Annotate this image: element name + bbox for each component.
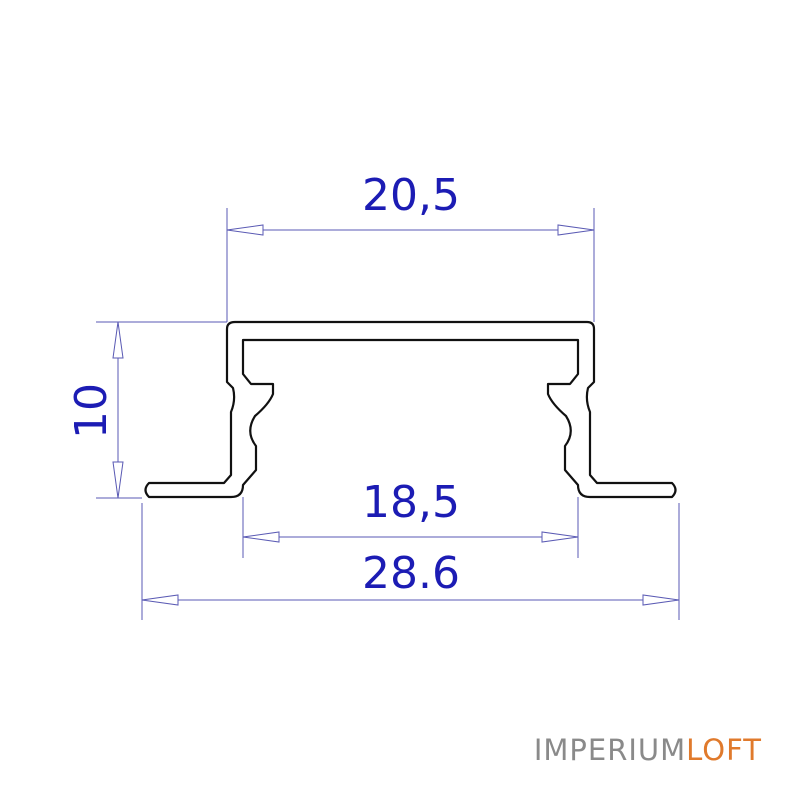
dimension-height: 10 <box>66 321 227 499</box>
dimension-total-width: 28.6 <box>141 503 680 620</box>
arrow-right <box>642 594 680 606</box>
brand-logo: IMPERIUMLOFT <box>534 733 762 767</box>
arrow-right <box>557 224 595 236</box>
arrow-left <box>226 224 264 236</box>
dimension-label-total-width: 28.6 <box>362 548 460 599</box>
arrow-left <box>141 594 179 606</box>
profile-outline <box>144 320 677 499</box>
arrow-bottom <box>112 461 124 499</box>
dimension-top-width: 20,5 <box>226 170 595 322</box>
arrow-top <box>112 321 124 359</box>
arrow-left <box>242 531 280 543</box>
brand-name-imperium: IMPERIUM <box>533 733 687 767</box>
brand-name-loft: LOFT <box>686 733 762 767</box>
dimension-label-height: 10 <box>66 383 117 439</box>
dimension-label-inner-width: 18,5 <box>362 477 460 528</box>
dimension-label-top-width: 20,5 <box>362 170 460 221</box>
dimension-inner-width: 18,5 <box>242 477 579 558</box>
arrow-right <box>541 531 579 543</box>
